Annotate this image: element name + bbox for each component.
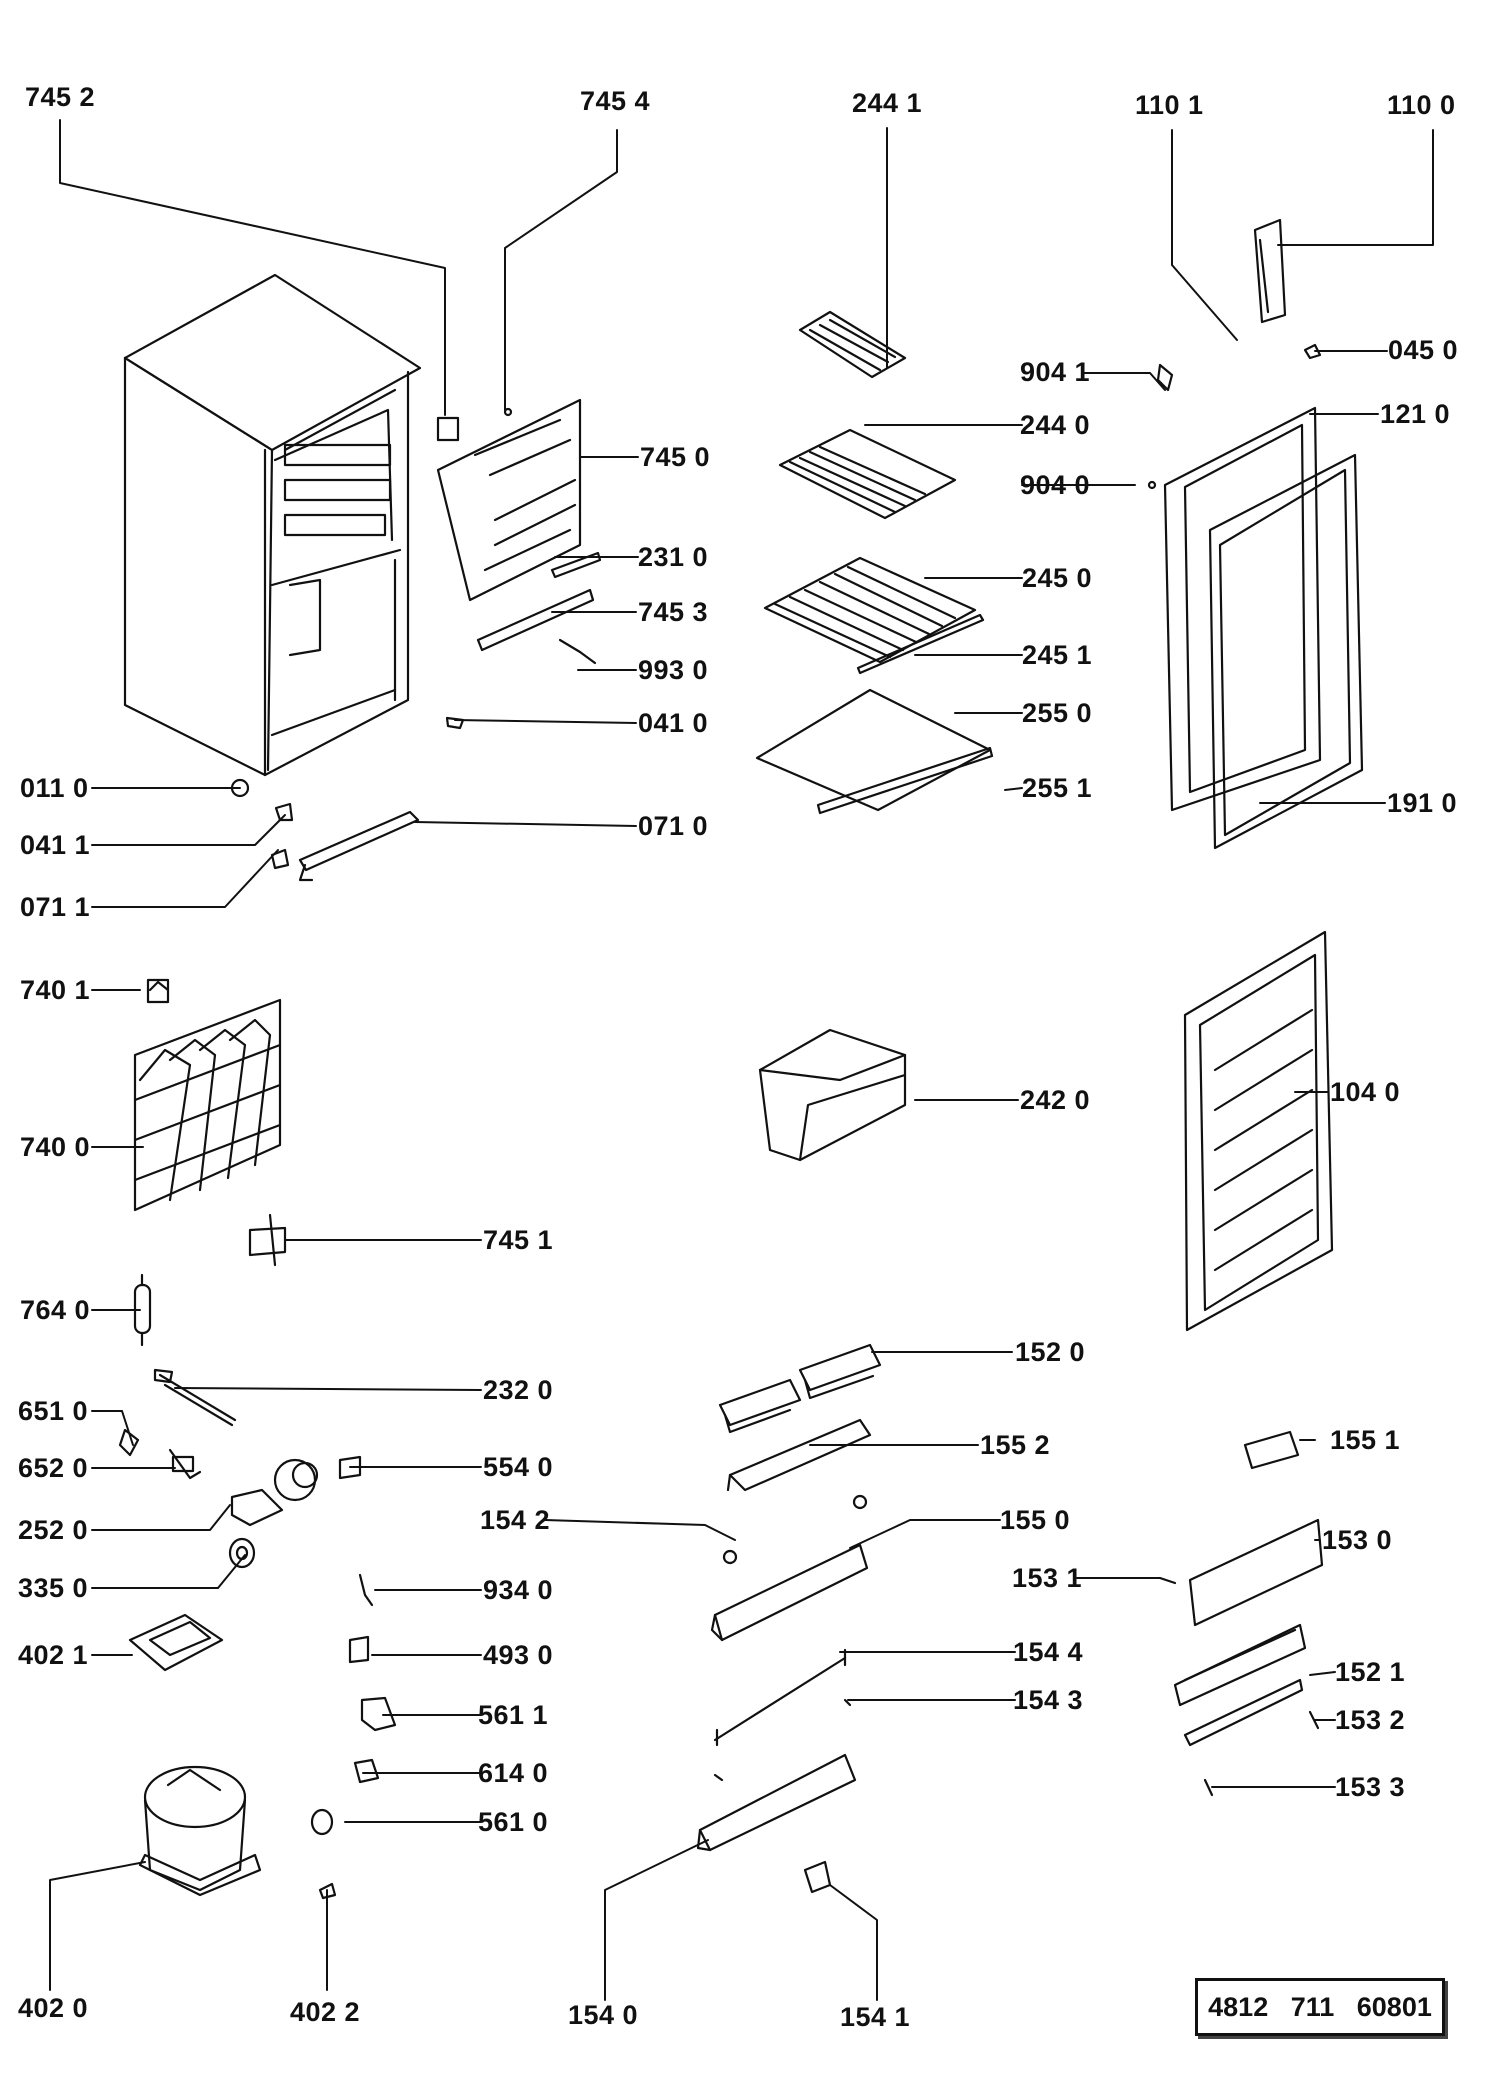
part-label-245-0: 245 0 — [1022, 563, 1093, 593]
part-label-745-4: 745 4 — [580, 86, 651, 116]
compressor-drawing — [138, 1765, 262, 1897]
part-label-561-1: 561 1 — [478, 1700, 549, 1730]
cabinet-drawing — [123, 273, 422, 777]
part-label-745-1: 745 1 — [483, 1225, 554, 1255]
part-label-993-0: 993 0 — [638, 655, 709, 685]
part-label-904-0: 904 0 — [1020, 470, 1091, 500]
part-label-255-0: 255 0 — [1022, 698, 1093, 728]
condenser-drawing — [133, 978, 282, 1212]
part-label-153-3: 153 3 — [1335, 1772, 1406, 1802]
part-label-745-3: 745 3 — [638, 597, 709, 627]
part-label-071-1: 071 1 — [20, 892, 91, 922]
part-label-402-2: 402 2 — [290, 1997, 361, 2027]
part-label-071-0: 071 0 — [638, 811, 709, 841]
part-label-153-1: 153 1 — [1012, 1563, 1083, 1593]
part-label-652-0: 652 0 — [18, 1453, 89, 1483]
part-label-232-0: 232 0 — [483, 1375, 554, 1405]
part-label-154-1: 154 1 — [840, 2002, 911, 2032]
part-label-740-1: 740 1 — [20, 975, 91, 1005]
part-label-153-2: 153 2 — [1335, 1705, 1406, 1735]
part-label-011-0: 011 0 — [20, 773, 89, 803]
part-label-104-0: 104 0 — [1330, 1077, 1401, 1107]
part-label-745-2: 745 2 — [25, 82, 96, 112]
part-label-242-0: 242 0 — [1020, 1085, 1091, 1115]
evaporator-plate-drawing — [436, 398, 602, 730]
part-label-904-1: 904 1 — [1020, 357, 1091, 387]
part-label-255-1: 255 1 — [1022, 773, 1093, 803]
part-label-764-0: 764 0 — [20, 1295, 91, 1325]
part-label-740-0: 740 0 — [20, 1132, 91, 1162]
door-drawing — [1147, 218, 1364, 850]
part-label-745-0: 745 0 — [640, 442, 711, 472]
part-label-110-0: 110 0 — [1387, 90, 1456, 120]
part-label-045-0: 045 0 — [1388, 335, 1459, 365]
part-label-231-0: 231 0 — [638, 542, 709, 572]
part-label-154-4: 154 4 — [1013, 1637, 1084, 1667]
leader-lines — [49, 119, 1434, 2001]
part-label-152-0: 152 0 — [1015, 1337, 1086, 1367]
part-label-041-0: 041 0 — [638, 708, 709, 738]
part-label-651-0: 651 0 — [18, 1396, 89, 1426]
part-label-041-1: 041 1 — [20, 830, 91, 860]
shelves-drawing — [755, 310, 994, 815]
part-label-153-0: 153 0 — [1322, 1525, 1393, 1555]
door-bins-drawing — [696, 1343, 1324, 1894]
part-label-155-1: 155 1 — [1330, 1425, 1401, 1455]
part-label-155-0: 155 0 — [1000, 1505, 1071, 1535]
part-label-614-0: 614 0 — [478, 1758, 549, 1788]
part-label-335-0: 335 0 — [18, 1573, 89, 1603]
part-label-191-0: 191 0 — [1387, 788, 1458, 818]
part-label-121-0: 121 0 — [1380, 399, 1451, 429]
reference-number-box: 4812 711 60801 — [1195, 1978, 1445, 2036]
part-label-934-0: 934 0 — [483, 1575, 554, 1605]
part-label-154-3: 154 3 — [1013, 1685, 1084, 1715]
crisper-drawing — [758, 1028, 907, 1162]
part-label-244-0: 244 0 — [1020, 410, 1091, 440]
refrigeration-parts-drawing — [118, 1213, 397, 1900]
part-label-244-1: 244 1 — [852, 88, 923, 118]
part-label-493-0: 493 0 — [483, 1640, 554, 1670]
cabinet-small-parts — [230, 778, 420, 882]
part-label-155-2: 155 2 — [980, 1430, 1051, 1460]
part-label-154-2: 154 2 — [480, 1505, 551, 1535]
part-label-152-1: 152 1 — [1335, 1657, 1406, 1687]
part-label-252-0: 252 0 — [18, 1515, 89, 1545]
part-label-154-0: 154 0 — [568, 2000, 639, 2030]
part-label-110-1: 110 1 — [1135, 90, 1204, 120]
part-label-561-0: 561 0 — [478, 1807, 549, 1837]
part-label-554-0: 554 0 — [483, 1452, 554, 1482]
part-label-245-1: 245 1 — [1022, 640, 1093, 670]
inner-door-drawing — [1183, 930, 1334, 1332]
part-label-402-1: 402 1 — [18, 1640, 89, 1670]
part-label-402-0: 402 0 — [18, 1993, 89, 2023]
